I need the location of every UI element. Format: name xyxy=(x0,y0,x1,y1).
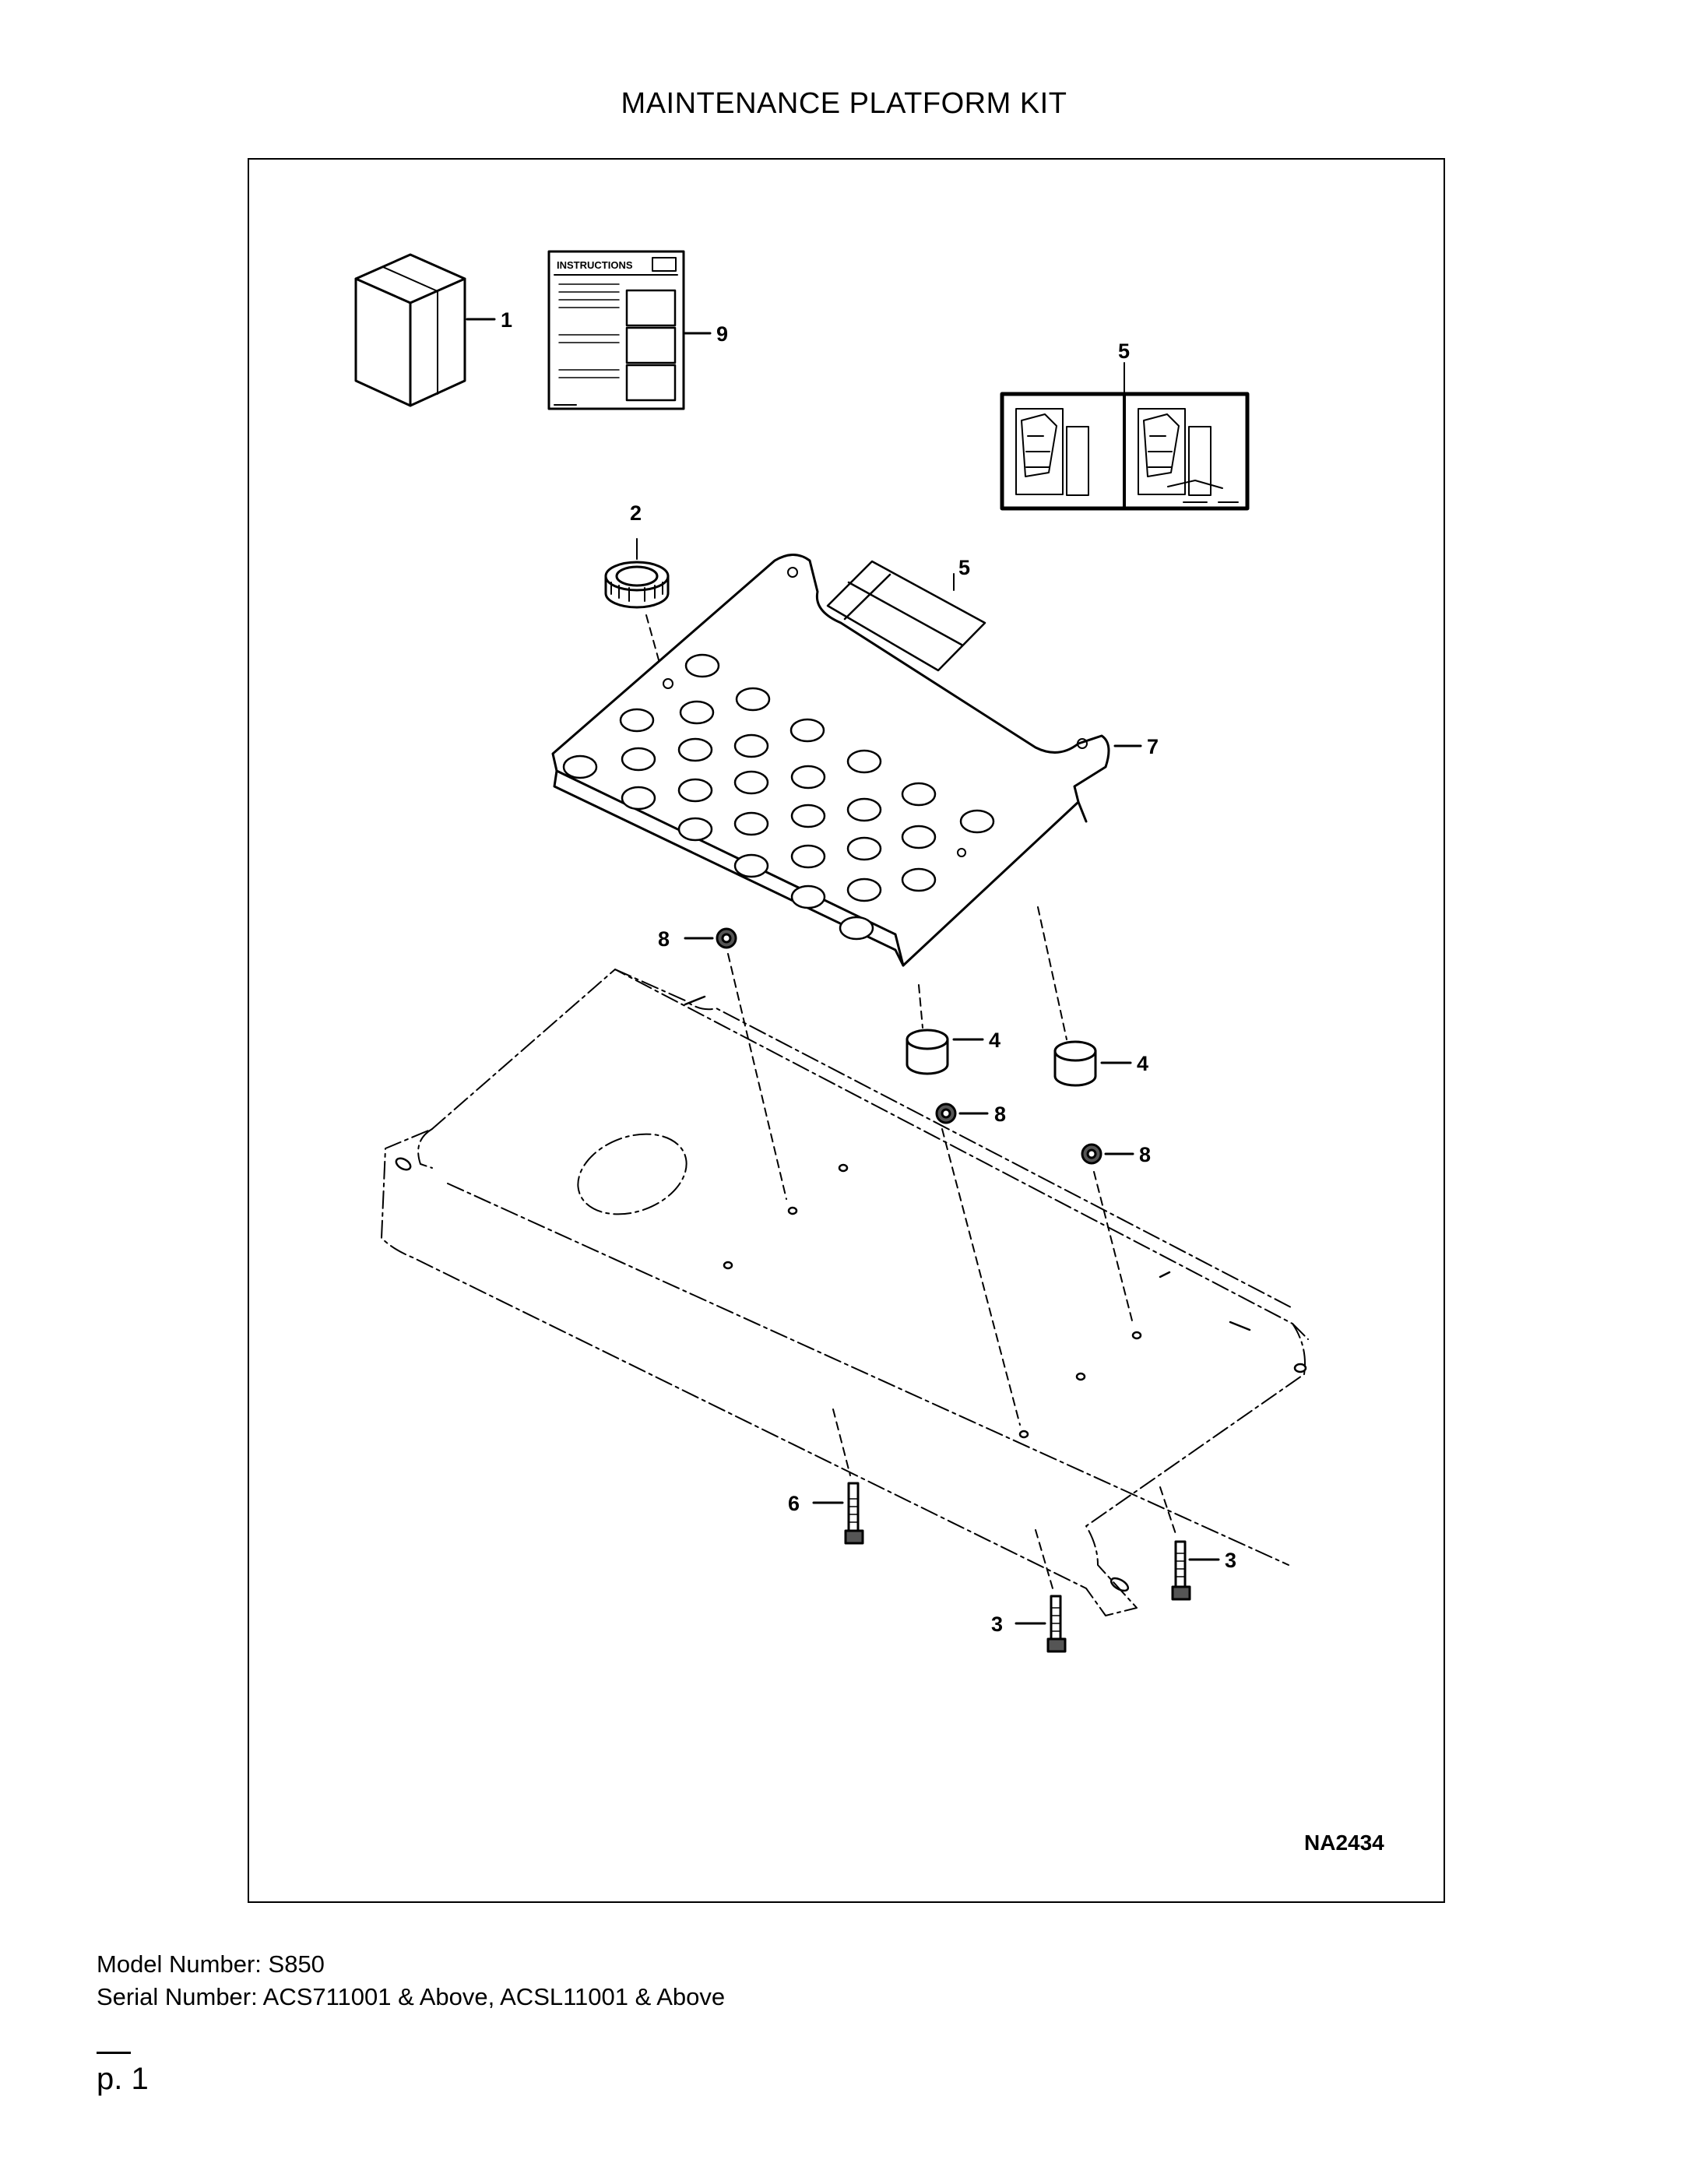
instructions-label: INSTRUCTIONS xyxy=(557,259,633,271)
bolt-3-right-illustration xyxy=(1171,1540,1191,1601)
platform-holes xyxy=(562,653,995,941)
decal-illustration xyxy=(1000,392,1250,511)
callout-8-left: 8 xyxy=(658,927,670,951)
bolt-3-bottom-illustration xyxy=(1046,1595,1067,1653)
nut-mid-illustration xyxy=(935,1103,957,1124)
callout-3-right: 3 xyxy=(1225,1549,1236,1572)
callout-4-right: 4 xyxy=(1137,1052,1148,1075)
nut-left-illustration xyxy=(716,927,737,949)
bolt-6-illustration xyxy=(844,1482,864,1545)
callout-7: 7 xyxy=(1147,735,1159,758)
callout-4-left: 4 xyxy=(989,1029,1000,1052)
callout-5-top: 5 xyxy=(1118,339,1130,363)
nut-right-illustration xyxy=(1081,1143,1102,1165)
figure-id: NA2434 xyxy=(1304,1831,1384,1855)
callout-6: 6 xyxy=(788,1492,800,1515)
callout-8-right: 8 xyxy=(1139,1143,1151,1166)
figure-frame xyxy=(248,158,1445,1903)
decal-on-platform xyxy=(826,560,986,672)
page-title: MAINTENANCE PLATFORM KIT xyxy=(621,87,1067,120)
serial-number: Serial Number: ACS711001 & Above, ACSL11… xyxy=(97,1983,726,2010)
callout-5-mid: 5 xyxy=(958,556,970,579)
page-number: p. 1 xyxy=(97,2062,149,2096)
spacer-left-illustration xyxy=(906,1029,949,1075)
instructions-sheet-illustration xyxy=(547,250,685,410)
callout-3-bottom: 3 xyxy=(991,1613,1003,1636)
spacer-right-illustration xyxy=(1053,1040,1097,1087)
page-number-rule xyxy=(97,2052,131,2054)
callout-8-mid: 8 xyxy=(994,1103,1006,1126)
callout-9: 9 xyxy=(716,322,728,346)
machine-frame-outline xyxy=(381,969,1309,1616)
kit-box-illustration xyxy=(354,253,466,407)
callout-2: 2 xyxy=(630,501,642,525)
knob-illustration xyxy=(604,561,670,609)
frame-details xyxy=(395,995,1307,1592)
callout-1: 1 xyxy=(501,308,512,332)
model-number: Model Number: S850 xyxy=(97,1950,325,1978)
